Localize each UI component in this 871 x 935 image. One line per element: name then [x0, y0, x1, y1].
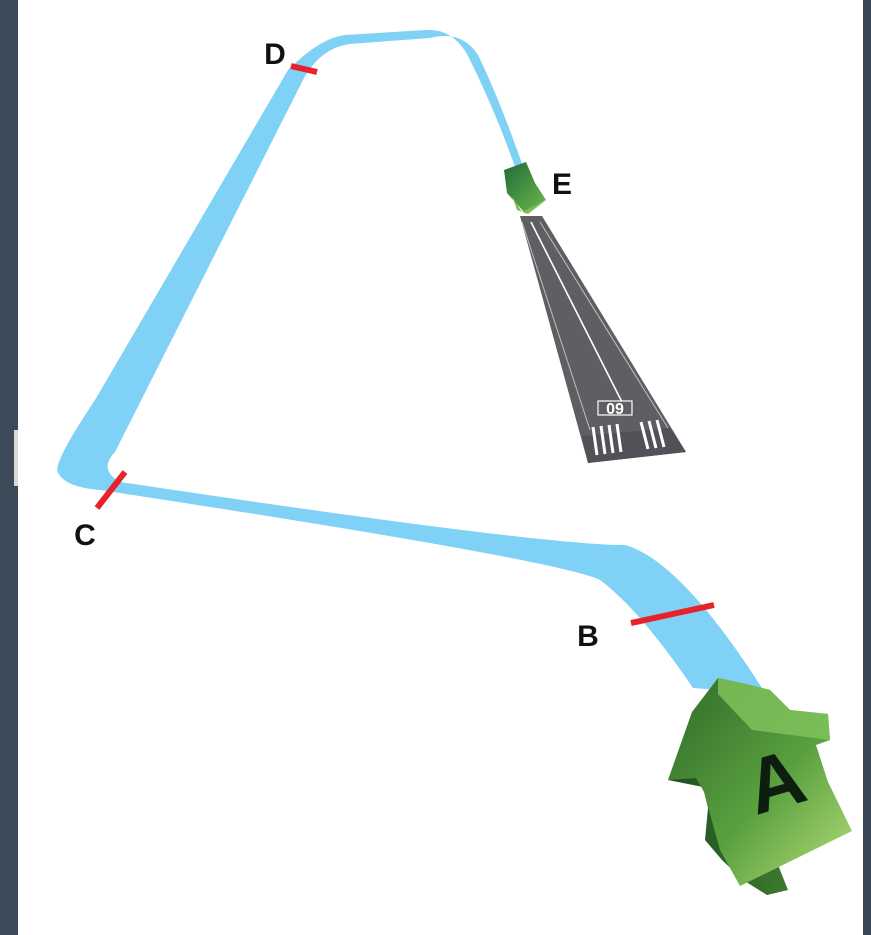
runway-surface — [520, 216, 686, 463]
runway-number-box — [597, 400, 633, 416]
fix-marker-c — [94, 470, 128, 510]
runway-threshold-markings — [591, 419, 666, 456]
arrow-down-icon — [504, 162, 546, 214]
fix-marker-d — [290, 63, 318, 75]
flight-path — [57, 29, 762, 691]
label-c: C — [74, 519, 96, 552]
runway-number: 09 — [606, 401, 624, 418]
arrow-up-icon: A — [668, 678, 852, 895]
label-b: B — [577, 620, 599, 653]
label-d: D — [264, 38, 286, 71]
runway-centerline — [530, 221, 627, 411]
label-e: E — [552, 168, 572, 201]
runway: 09 — [520, 216, 686, 463]
right-window-edge — [863, 0, 871, 935]
fix-marker-b — [630, 602, 715, 626]
